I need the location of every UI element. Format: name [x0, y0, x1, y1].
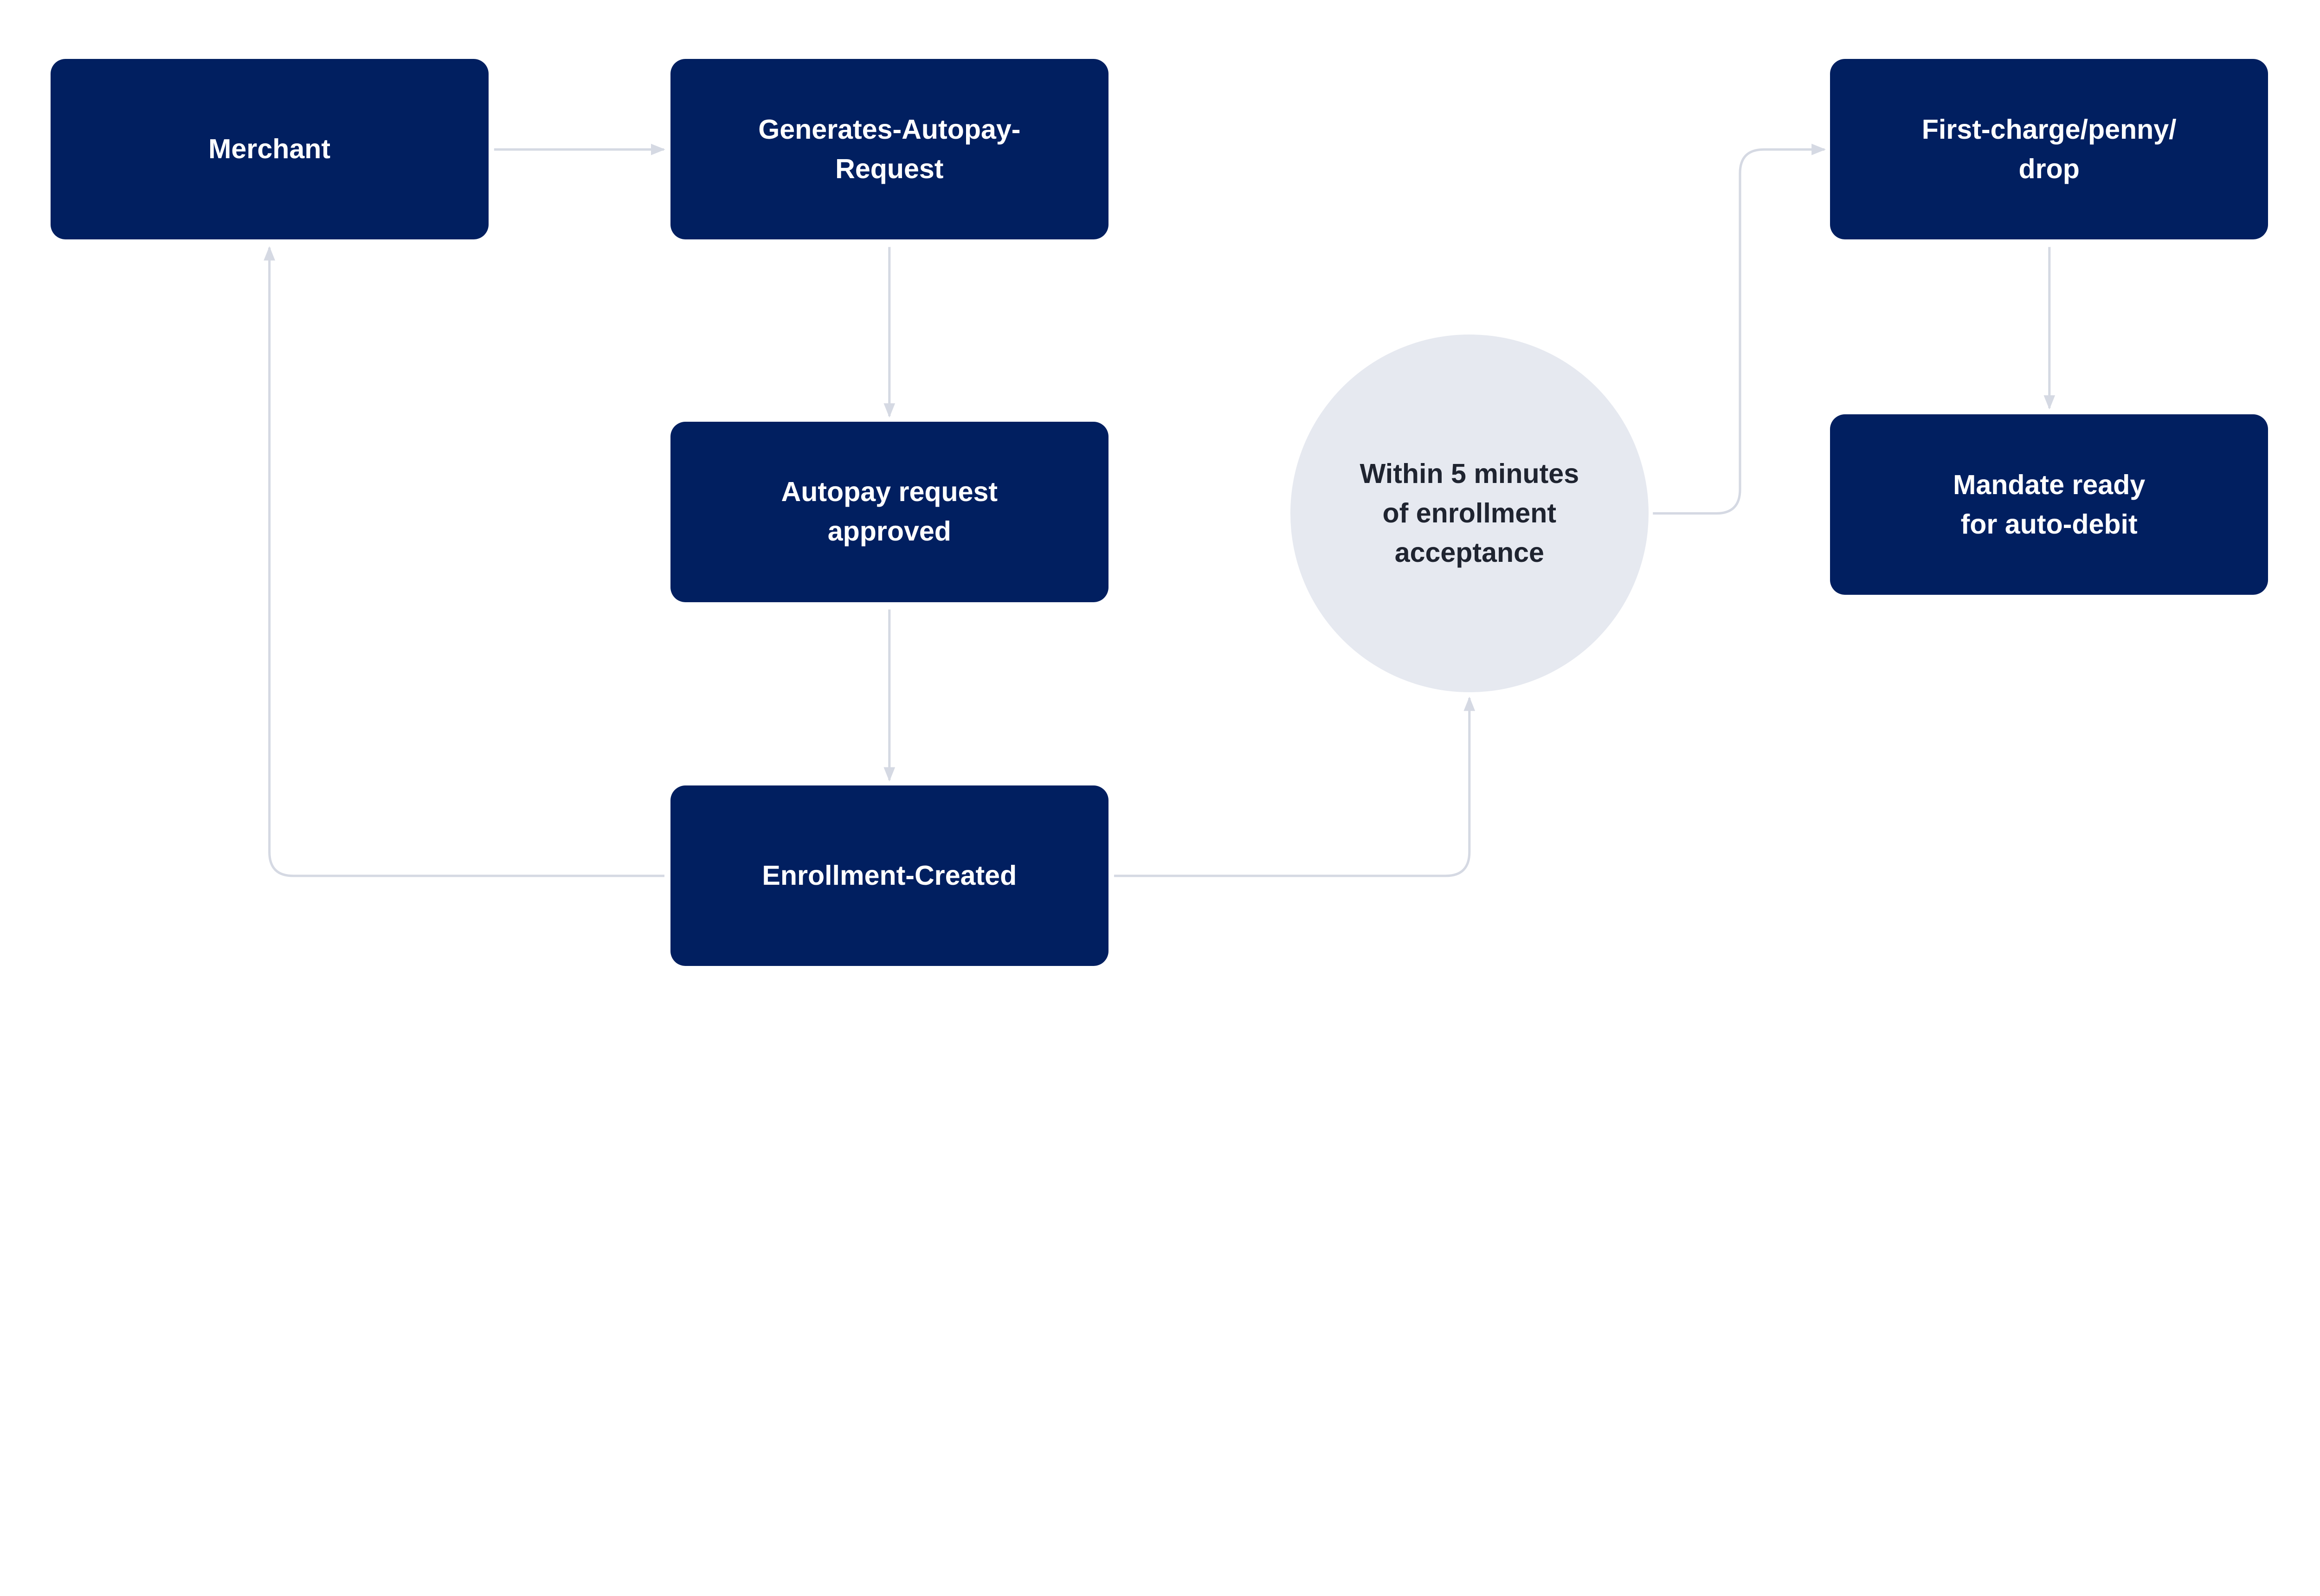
connector-enrollment-to-circle	[1114, 696, 1476, 877]
node-mandate-ready-label: Mandate ready for auto-debit	[1953, 469, 2146, 540]
node-within-5-minutes: Within 5 minutes of enrollment acceptanc…	[1290, 334, 1649, 693]
node-merchant-label: Merchant	[208, 133, 331, 165]
connector-circle-to-first-charge	[1653, 143, 1826, 515]
node-generates-autopay-request-label: Generates-Autopay- Request	[758, 113, 1021, 184]
node-generates-autopay-request: Generates-Autopay- Request	[670, 59, 1108, 240]
node-mandate-ready: Mandate ready for auto-debit	[1830, 414, 2268, 595]
node-autopay-request-approved: Autopay request approved	[670, 421, 1108, 602]
connectors	[264, 143, 2056, 877]
node-enrollment-created: Enrollment-Created	[670, 785, 1108, 966]
connector-enrollment-to-merchant	[264, 246, 664, 877]
node-enrollment-created-label: Enrollment-Created	[762, 860, 1017, 891]
node-first-charge: First-charge/penny/ drop	[1830, 59, 2268, 240]
node-first-charge-label: First-charge/penny/ drop	[1921, 113, 2177, 184]
node-merchant: Merchant	[50, 59, 489, 240]
node-autopay-request-approved-label: Autopay request approved	[781, 476, 998, 547]
node-within-5-minutes-label: Within 5 minutes of enrollment acceptanc…	[1360, 458, 1579, 568]
